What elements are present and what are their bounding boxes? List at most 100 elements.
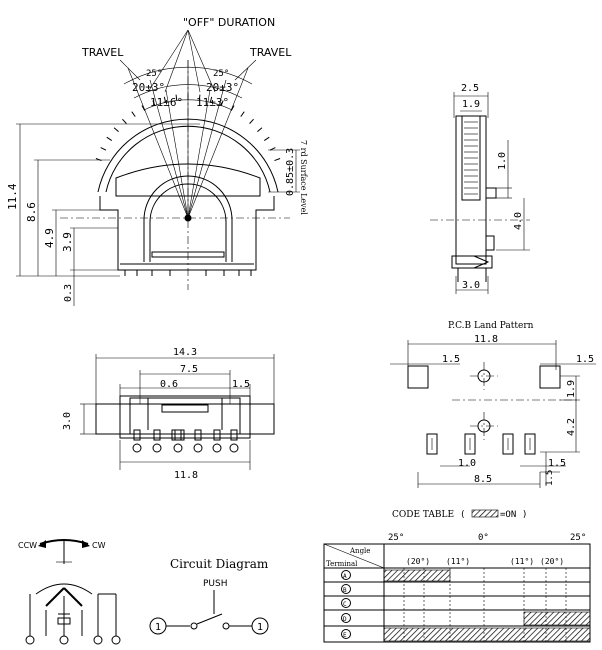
rotation-symbol: CCW CW (18, 539, 106, 564)
code-table: CODE TABLE ( =ON ) 25° 0° 25° Angle Term… (323, 509, 591, 643)
bottom-view: 14.3 7.5 0.6 1.5 3.0 11.8 (62, 347, 275, 481)
height-total-text: 11.4 (6, 183, 19, 210)
body-top-rim (115, 163, 261, 197)
bottom-pin (133, 429, 141, 441)
wheel-tooth (141, 105, 146, 112)
terminal-marker (341, 584, 351, 594)
bottom-slot (161, 404, 209, 413)
terminal-letter: E (343, 632, 347, 639)
bottom-body (95, 403, 275, 435)
cw-label: CW (92, 541, 106, 550)
bottom-pin-pad (212, 443, 222, 453)
bottom-width-total: 14.3 (173, 347, 197, 358)
height-dimensions (16, 123, 200, 306)
bottom-pin (153, 429, 161, 441)
circuit-diagram: Circuit Diagram PUSH 1 1 (149, 557, 269, 635)
side-tab (485, 187, 497, 199)
side-view: 2.5 1.9 1.0 4.0 3.0 (430, 83, 530, 294)
bottom-pin (213, 429, 221, 441)
bottom-pin (194, 429, 202, 441)
angle-mid-label: 0° (478, 533, 489, 543)
pcb-pin-pad (524, 433, 536, 455)
side-tab-lower (485, 235, 495, 251)
off-duration-label: "OFF" DURATION (183, 16, 275, 29)
base-offset-text: 0.3 (63, 284, 74, 302)
side-height-b: 4.0 (513, 212, 524, 230)
terminal-marker (341, 629, 351, 639)
angle-top-label: 25° (388, 533, 404, 543)
wheel-tooth (257, 127, 263, 133)
height-mid-text: 8.6 (25, 202, 38, 222)
pcb-title: P.C.B Land Pattern (448, 321, 534, 331)
code-table-grid (323, 543, 591, 643)
pcb-pad-bottom: 1.5 (548, 458, 566, 469)
side-width-inner: 1.9 (462, 99, 480, 110)
pcb-pin-pads (426, 433, 536, 455)
wheel-tooth (131, 111, 136, 117)
bottom-pin-pad (132, 443, 142, 453)
pcb-pin-pad (502, 433, 514, 455)
bottom-pad: 1.5 (232, 379, 250, 390)
tol-left-inner: 11±6° (150, 96, 183, 109)
pcb-pin-pad (426, 433, 438, 455)
side-width-bottom: 3.0 (462, 280, 480, 291)
sub11-right: (11°) (510, 557, 534, 566)
wheel-tooth (175, 94, 178, 101)
travel-right-label: TRAVEL (249, 46, 292, 59)
angle-arc-mid (133, 84, 243, 99)
pcb-pad-height: 1.5 (545, 470, 555, 486)
terminal-marker (341, 613, 351, 623)
terminal-letter: C (343, 601, 347, 608)
tol-left-outer: 20±3° (132, 81, 165, 94)
height-low-text: 4.9 (43, 228, 56, 248)
on-segment-a (383, 569, 451, 582)
legend-swatch (471, 509, 499, 518)
wheel-tooth (249, 118, 254, 124)
terminal-marker (341, 598, 351, 608)
pcb-land-pattern: P.C.B Land Pattern 11.8 1.5 1.5 1.9 4.2 … (390, 321, 596, 488)
side-wheel-ribs (464, 121, 478, 195)
terminal-right-label: 1 (257, 622, 263, 633)
wheel-tooth (274, 158, 281, 162)
bottom-pin-pad (152, 443, 162, 453)
front-view: "OFF" DURATION TRAVEL TRAVEL 25° 25° (6, 16, 308, 306)
pcb-pad-right-rect (539, 365, 561, 389)
wheel-tooth (163, 96, 167, 103)
terminal-right (251, 617, 269, 635)
header-angle: Angle (349, 547, 370, 555)
pcb-width-total: 11.8 (474, 334, 498, 345)
on-segment-e (383, 627, 591, 642)
pcb-hole-v2: 4.2 (566, 418, 577, 436)
bottom-pins (132, 429, 239, 453)
bottom-inner (119, 395, 251, 439)
wheel-tooth (240, 111, 245, 117)
pcb-pad-left: 1.5 (442, 354, 460, 365)
svg-text:): ) (522, 510, 527, 520)
side-clip (473, 255, 490, 269)
side-height-a: 1.0 (497, 152, 508, 170)
wheel-tooth (122, 118, 127, 124)
code-table-title: CODE TABLE (392, 510, 454, 520)
header-terminal: Terminal (326, 560, 358, 568)
side-body (455, 115, 487, 265)
push-label: PUSH (203, 579, 228, 589)
terminal-left-label: 1 (155, 622, 161, 633)
svg-text:(: ( (460, 510, 465, 520)
bottom-pin (230, 429, 238, 441)
wheel-tooth (100, 147, 107, 151)
wheel-tooth (220, 100, 224, 107)
ccw-label: CCW (18, 541, 37, 550)
schematic-arc (35, 583, 93, 595)
wheel-tooth (209, 96, 213, 103)
legend-label: =ON (500, 510, 516, 520)
wheel-tooth (198, 94, 201, 101)
angle-right-text: 25° (213, 69, 229, 79)
side-wheel (461, 115, 481, 201)
bottom-center-pin (171, 429, 185, 441)
side-base (451, 255, 493, 269)
pcb-hole-v: 1.9 (566, 380, 577, 398)
surface-level-text: 7 rd Surface Level (299, 140, 308, 215)
pcb-pin-pad (464, 433, 476, 455)
